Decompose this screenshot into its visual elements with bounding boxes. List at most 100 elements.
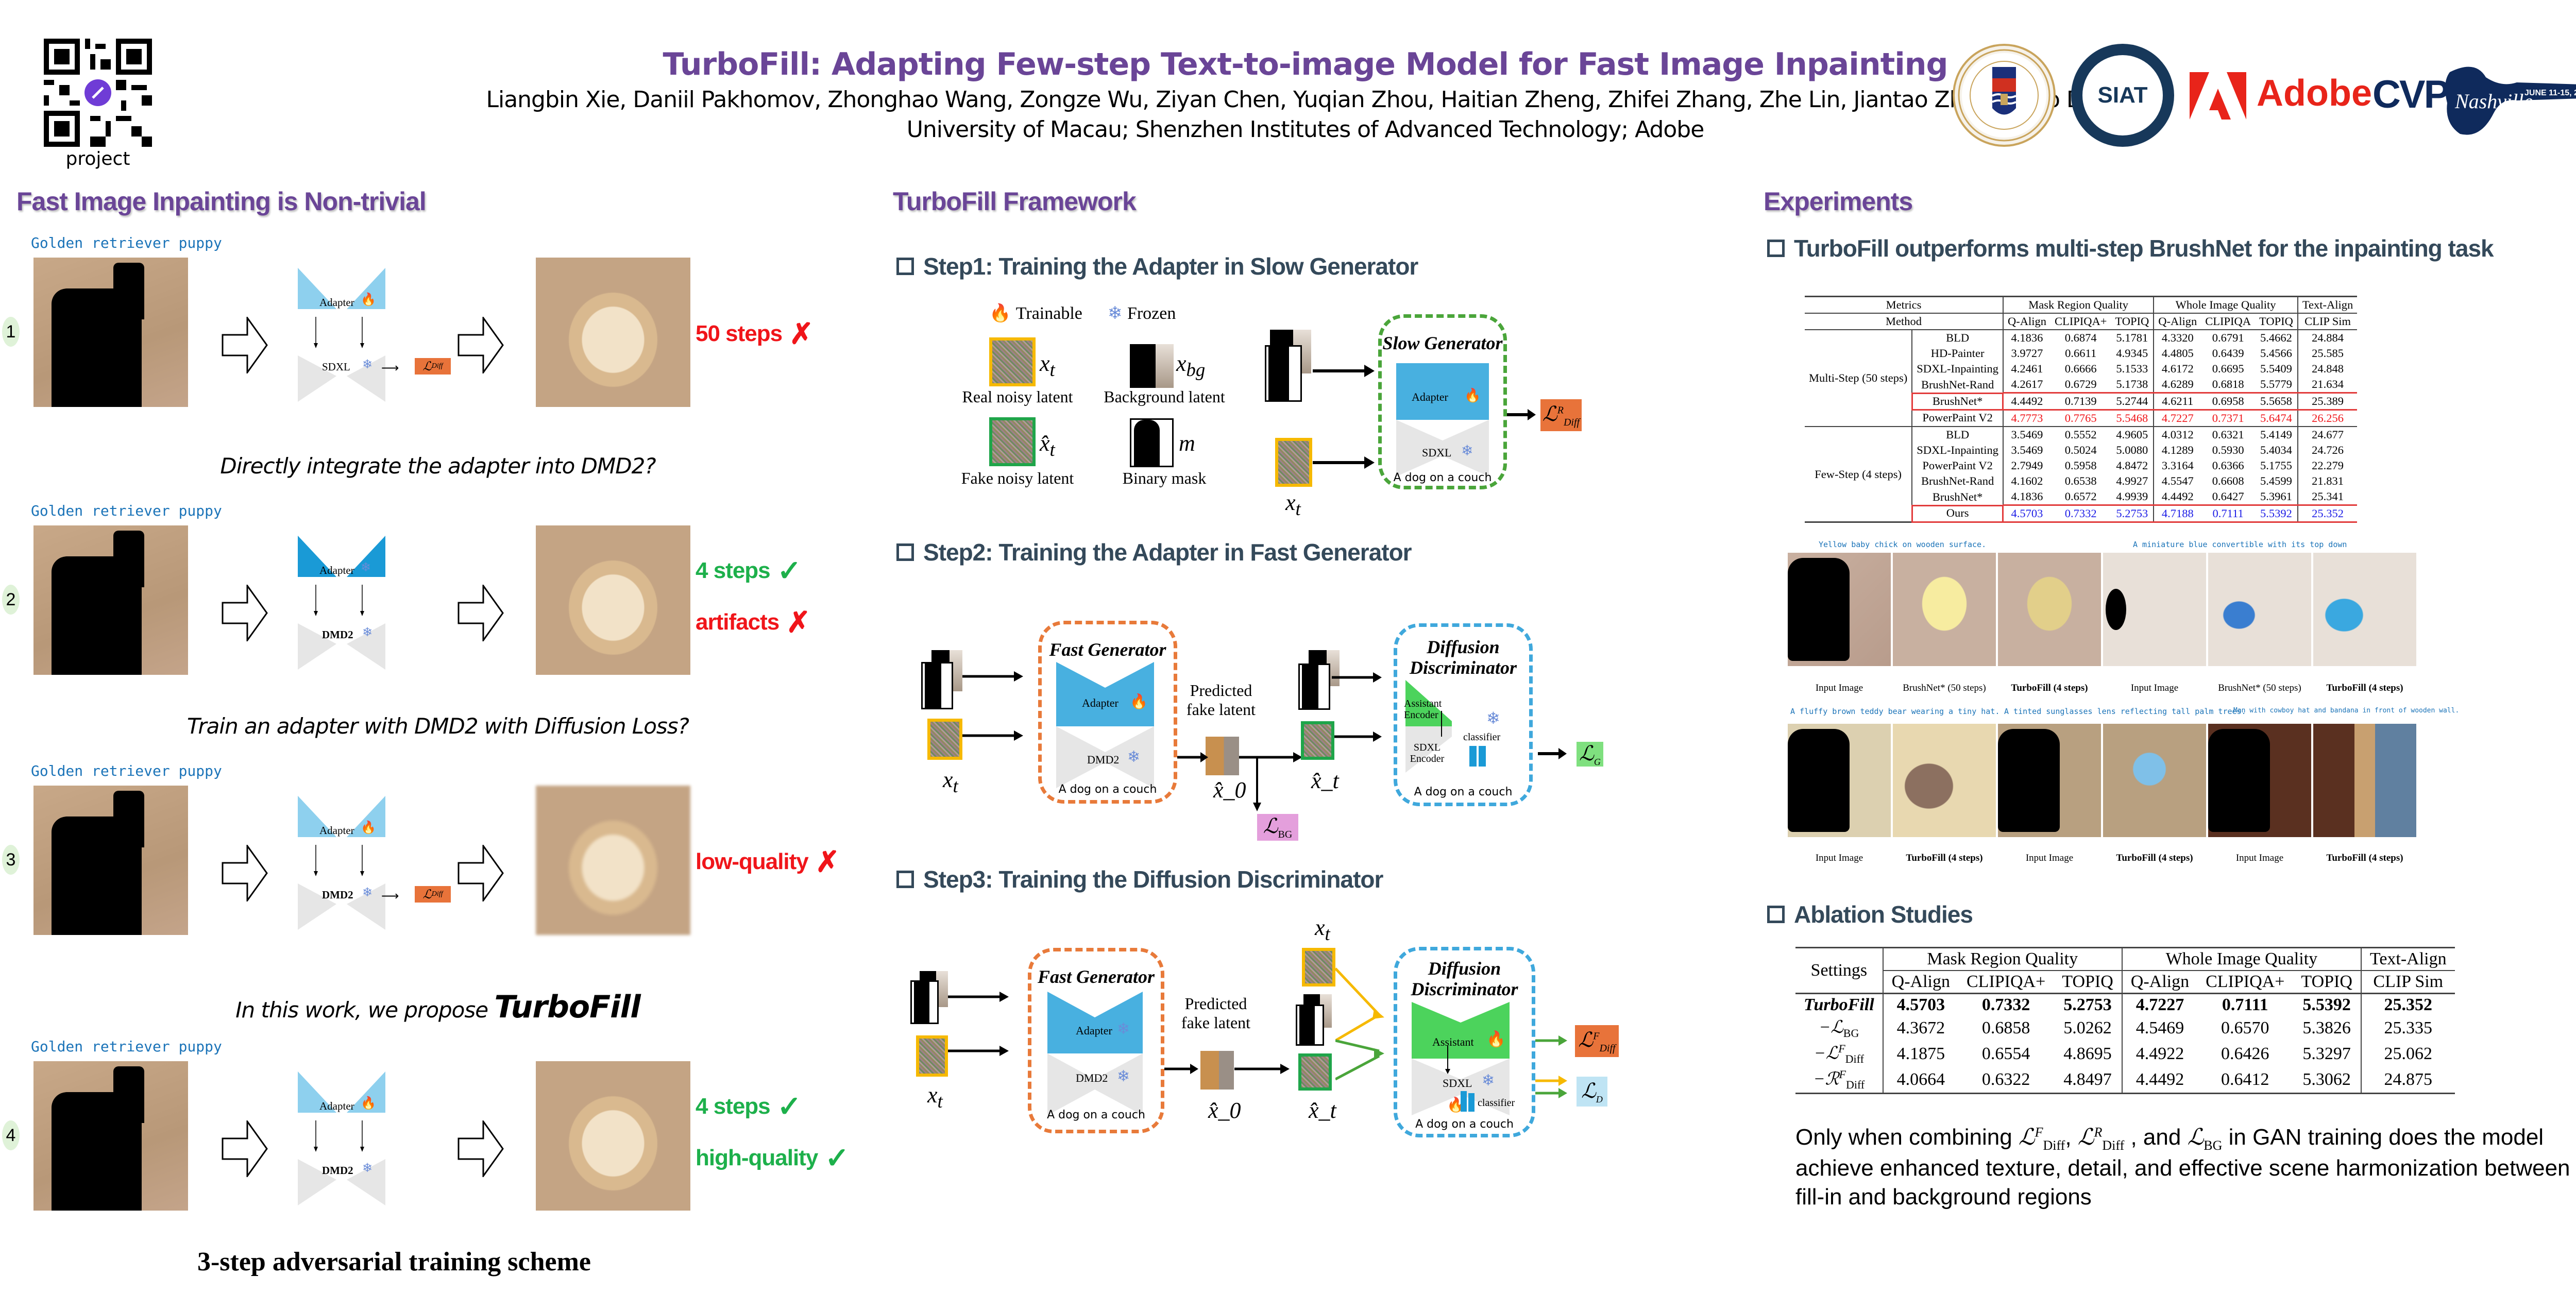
table-cell: 4.2461 <box>2002 361 2050 377</box>
gallery-result-image <box>2103 724 2206 837</box>
table-cell: 24.677 <box>2297 427 2358 443</box>
gallery-prompt: Man with cowboy hat and bandana in front… <box>2233 707 2460 714</box>
table-cell: 0.6729 <box>2064 378 2097 390</box>
verdict-bad: 50 steps ✗ <box>696 317 814 351</box>
snowflake-icon: ❄ <box>362 625 373 639</box>
table-cell: 5.6474 <box>2260 412 2292 424</box>
table-cell: 0.7111 <box>2201 504 2256 523</box>
gallery-caption: Input Image <box>2235 853 2284 863</box>
step2-input-arrows <box>962 671 1023 741</box>
table-method-cell: SDXL-Inpainting <box>1917 362 1998 375</box>
table-cell: 4.7227 <box>2121 993 2198 1016</box>
table-cell: 25.062 <box>2360 1041 2455 1067</box>
row-number-badge: 4 <box>2 1120 20 1150</box>
snowflake-icon: ❄ <box>1486 709 1500 727</box>
gallery-caption: Input Image <box>2025 853 2074 863</box>
row-number-badge: 2 <box>2 585 20 615</box>
mini-base-model-label: SDXL <box>322 361 350 373</box>
turbofill-emphasis: TurboFill <box>494 989 640 1025</box>
fire-icon: 🔥 <box>1486 1031 1506 1048</box>
step2-fake-noisy-latent <box>1301 721 1334 760</box>
snowflake-icon: ❄ <box>1461 443 1473 458</box>
fast-generator-unet-step2 <box>1056 662 1154 788</box>
mini-adapter-label: Adapter <box>319 1100 354 1112</box>
loss-f-diff-badge: ℒFDiff <box>1575 1025 1619 1057</box>
siat-logo: SIAT <box>2071 44 2174 147</box>
snowflake-icon: ❄ <box>1117 1068 1130 1085</box>
table-header: TOPIQ <box>2062 972 2113 991</box>
step3-assistant-label: Assistant <box>1432 1035 1474 1048</box>
legend-frozen: ❄ Frozen <box>1108 303 1176 324</box>
loss-d: ℒD <box>1581 1079 1603 1104</box>
table-cell: 25.335 <box>2360 1016 2455 1041</box>
fire-icon: 🔥 <box>989 303 1011 323</box>
step1-output-arrow <box>1507 409 1536 420</box>
table-cell: 5.1533 <box>2116 362 2148 375</box>
table-cell: 0.5958 <box>2064 459 2097 472</box>
fire-icon: 🔥 <box>1130 693 1148 709</box>
verdict-text: low-quality <box>696 849 809 874</box>
step2-mask-front <box>921 662 953 709</box>
table-header: Whole Image Quality <box>2153 296 2298 314</box>
table-header: Q-Align <box>2002 313 2050 330</box>
loss-arrow: ⟶ <box>381 361 399 375</box>
table-cell: 0.6791 <box>2212 331 2244 344</box>
gallery-caption: TurboFill (4 steps) <box>2116 853 2193 863</box>
table-header: Whole Image Quality <box>2121 947 2361 971</box>
fast-generator-unet-step3 <box>1047 992 1143 1115</box>
conclusion-loss-r-diff: ℒRDiff <box>2077 1125 2124 1153</box>
gallery-prompt: A fluffy brown teddy bear wearing a tiny… <box>1790 707 2000 716</box>
loss-symbol: ℒ <box>2077 1125 2094 1150</box>
gallery-caption: BrushNet* (50 steps) <box>1903 683 1986 693</box>
table-cell: 0.5930 <box>2212 444 2244 456</box>
qr-code[interactable] <box>44 39 152 147</box>
table-cell: 4.8497 <box>2063 1069 2112 1089</box>
cvpr-date: JUNE 11-15, 2025 <box>2524 89 2576 97</box>
predicted-latent-image-step2 <box>1206 737 1239 775</box>
table-cell: 0.6818 <box>2212 378 2244 390</box>
table-cell: 5.4149 <box>2260 428 2292 441</box>
label-binary-mask: Binary mask <box>1122 469 1207 487</box>
table-cell: 5.3826 <box>2302 1018 2351 1038</box>
table-cell: 4.6211 <box>2153 392 2201 411</box>
table-method-cell: BLD <box>1946 331 1970 344</box>
table-header: Method <box>1885 315 1922 328</box>
row-prompt: Golden retriever puppy <box>31 234 222 251</box>
loss-g: ℒG <box>1579 741 1601 767</box>
fast-generator-title: Fast Generator <box>1049 639 1166 660</box>
experiments-subtitle-2-text: Ablation Studies <box>1794 901 1973 928</box>
slow-generator-box: Slow Generator <box>1378 314 1507 489</box>
step1-mask-front <box>1265 345 1302 402</box>
main-results-table: Metrics Mask Region Quality Whole Image … <box>1805 296 2358 523</box>
step3-mid-arrows <box>1164 1064 1290 1074</box>
inpainted-output-image <box>536 525 690 675</box>
table-cell: 0.7371 <box>2212 412 2244 424</box>
mini-network-diagram <box>298 268 385 402</box>
hollow-arrow-icon <box>222 317 268 373</box>
step2-sdxl-encoder-label: SDXL Encoder <box>1410 742 1445 764</box>
table-cell: 5.2753 <box>2063 995 2112 1014</box>
loss-sup: F <box>2035 1125 2043 1140</box>
conclusion-loss-bg: ℒBG <box>2188 1125 2223 1153</box>
conclusion-text-2: , and <box>2124 1125 2188 1150</box>
question-3: In this work, we propose TurboFill <box>0 989 876 1025</box>
table-cell: 0.7139 <box>2050 392 2111 411</box>
slow-generator-unet <box>1396 363 1489 477</box>
classifier-bar-2 <box>1468 1093 1475 1112</box>
step3-input-latent <box>916 1035 948 1077</box>
classifier-bar-1 <box>1461 1091 1467 1112</box>
table-cell: 3.9727 <box>2002 346 2050 361</box>
table-method-cell: PowerPaint V2 <box>1922 459 1993 472</box>
table-cell: 4.1875 <box>1896 1044 1945 1063</box>
step2-symbol-xt: xt <box>943 767 958 796</box>
table-cell: 0.6608 <box>2212 474 2244 487</box>
step3-disc-arrows <box>1335 967 1384 1081</box>
diffusion-discriminator-title-step3: Diffusion Discriminator <box>1411 958 1518 999</box>
table-header: Mask Region Quality <box>1883 947 2122 971</box>
step3-symbol-x0hat: x̂_0 <box>1208 1098 1241 1123</box>
table-cell: 0.6874 <box>2064 331 2097 344</box>
